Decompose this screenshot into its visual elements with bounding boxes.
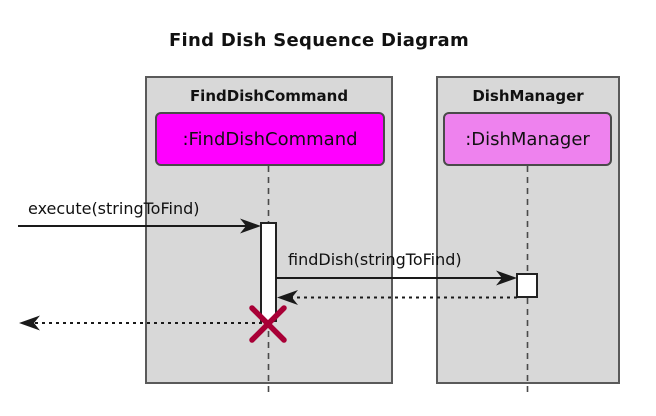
message-label-execute: execute(stringToFind) [28,199,200,218]
participant-instance-box-finddishcommand: :FindDishCommand [155,112,385,166]
participant-frame-header: DishManager [472,87,584,105]
arrowhead-left-icon [19,315,40,331]
participant-instance-label: :DishManager [465,128,590,150]
participant-frame-header: FindDishCommand [189,87,349,105]
diagram-title: Find Dish Sequence Diagram [168,30,470,51]
message-label-finddish: findDish(stringToFind) [288,250,462,269]
participant-instance-label: :FindDishCommand [182,128,358,150]
participant-instance-box-dishmanager: :DishManager [443,112,612,166]
